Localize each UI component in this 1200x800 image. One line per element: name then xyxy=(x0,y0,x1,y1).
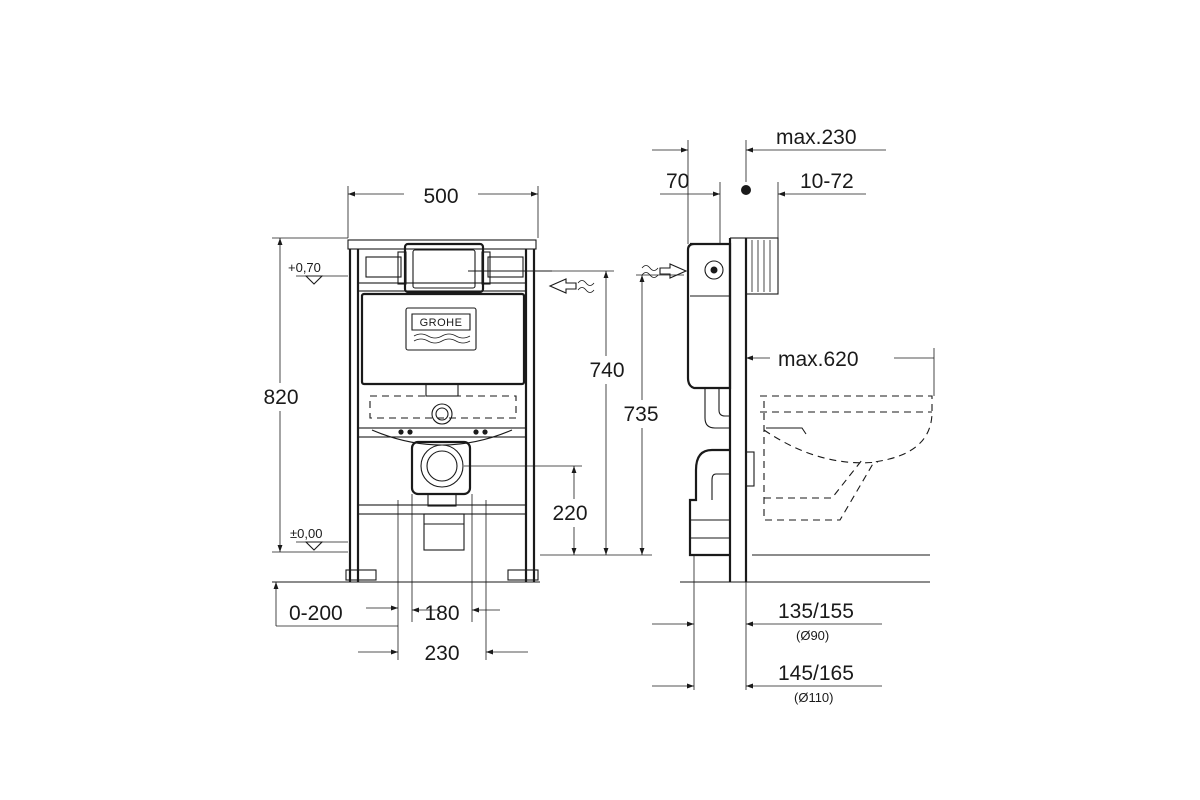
wall-axis-marker xyxy=(741,185,751,195)
dim-135-155-label: 135/155 xyxy=(778,600,854,623)
dim-220-label: 220 xyxy=(552,502,587,525)
side-view: max.230 70 10-72 max.620 135/155 (Ø90) 1… xyxy=(641,126,935,705)
dashed-pan-outline xyxy=(369,395,517,419)
flush-bend xyxy=(425,383,459,425)
level-top-label: +0,70 xyxy=(288,260,321,275)
grohe-logo-text: GROHE xyxy=(420,317,463,329)
dim-10-72-label: 10-72 xyxy=(800,170,854,193)
wall-cladding xyxy=(745,237,779,295)
fixing-bolts xyxy=(398,429,488,435)
grohe-logo: GROHE xyxy=(405,307,477,351)
installation-frame xyxy=(345,239,539,582)
level-zero-label: ±0,00 xyxy=(290,526,322,541)
dim-d110-label: (Ø110) xyxy=(794,690,834,705)
dim-0-200-label: 0-200 xyxy=(289,602,343,625)
actuation-plate-opening xyxy=(365,242,524,294)
dim-d90-label: (Ø90) xyxy=(796,628,829,643)
dim-max230-label: max.230 xyxy=(776,126,857,149)
level-zero-triangle xyxy=(304,541,324,551)
dashed-wc-pan xyxy=(760,395,933,521)
cistern-side xyxy=(686,242,732,429)
waste-outlet xyxy=(410,440,472,551)
dim-740-label: 740 xyxy=(589,359,624,382)
dim-180-label: 180 xyxy=(424,602,459,625)
dim-70-label: 70 xyxy=(666,170,689,193)
dim-230-label: 230 xyxy=(424,642,459,665)
dim-145-165-label: 145/165 xyxy=(778,662,854,685)
dim-735-label: 735 xyxy=(623,403,658,426)
level-top-triangle xyxy=(304,275,324,285)
dim-500-label: 500 xyxy=(423,185,458,208)
water-inlet-symbol xyxy=(468,270,595,294)
front-view: GROHE xyxy=(256,180,684,665)
water-inlet-symbol-side xyxy=(641,263,688,279)
dim-820-label: 820 xyxy=(263,386,298,409)
dim-max620-label: max.620 xyxy=(778,348,859,371)
waste-pipe-side xyxy=(688,448,755,557)
